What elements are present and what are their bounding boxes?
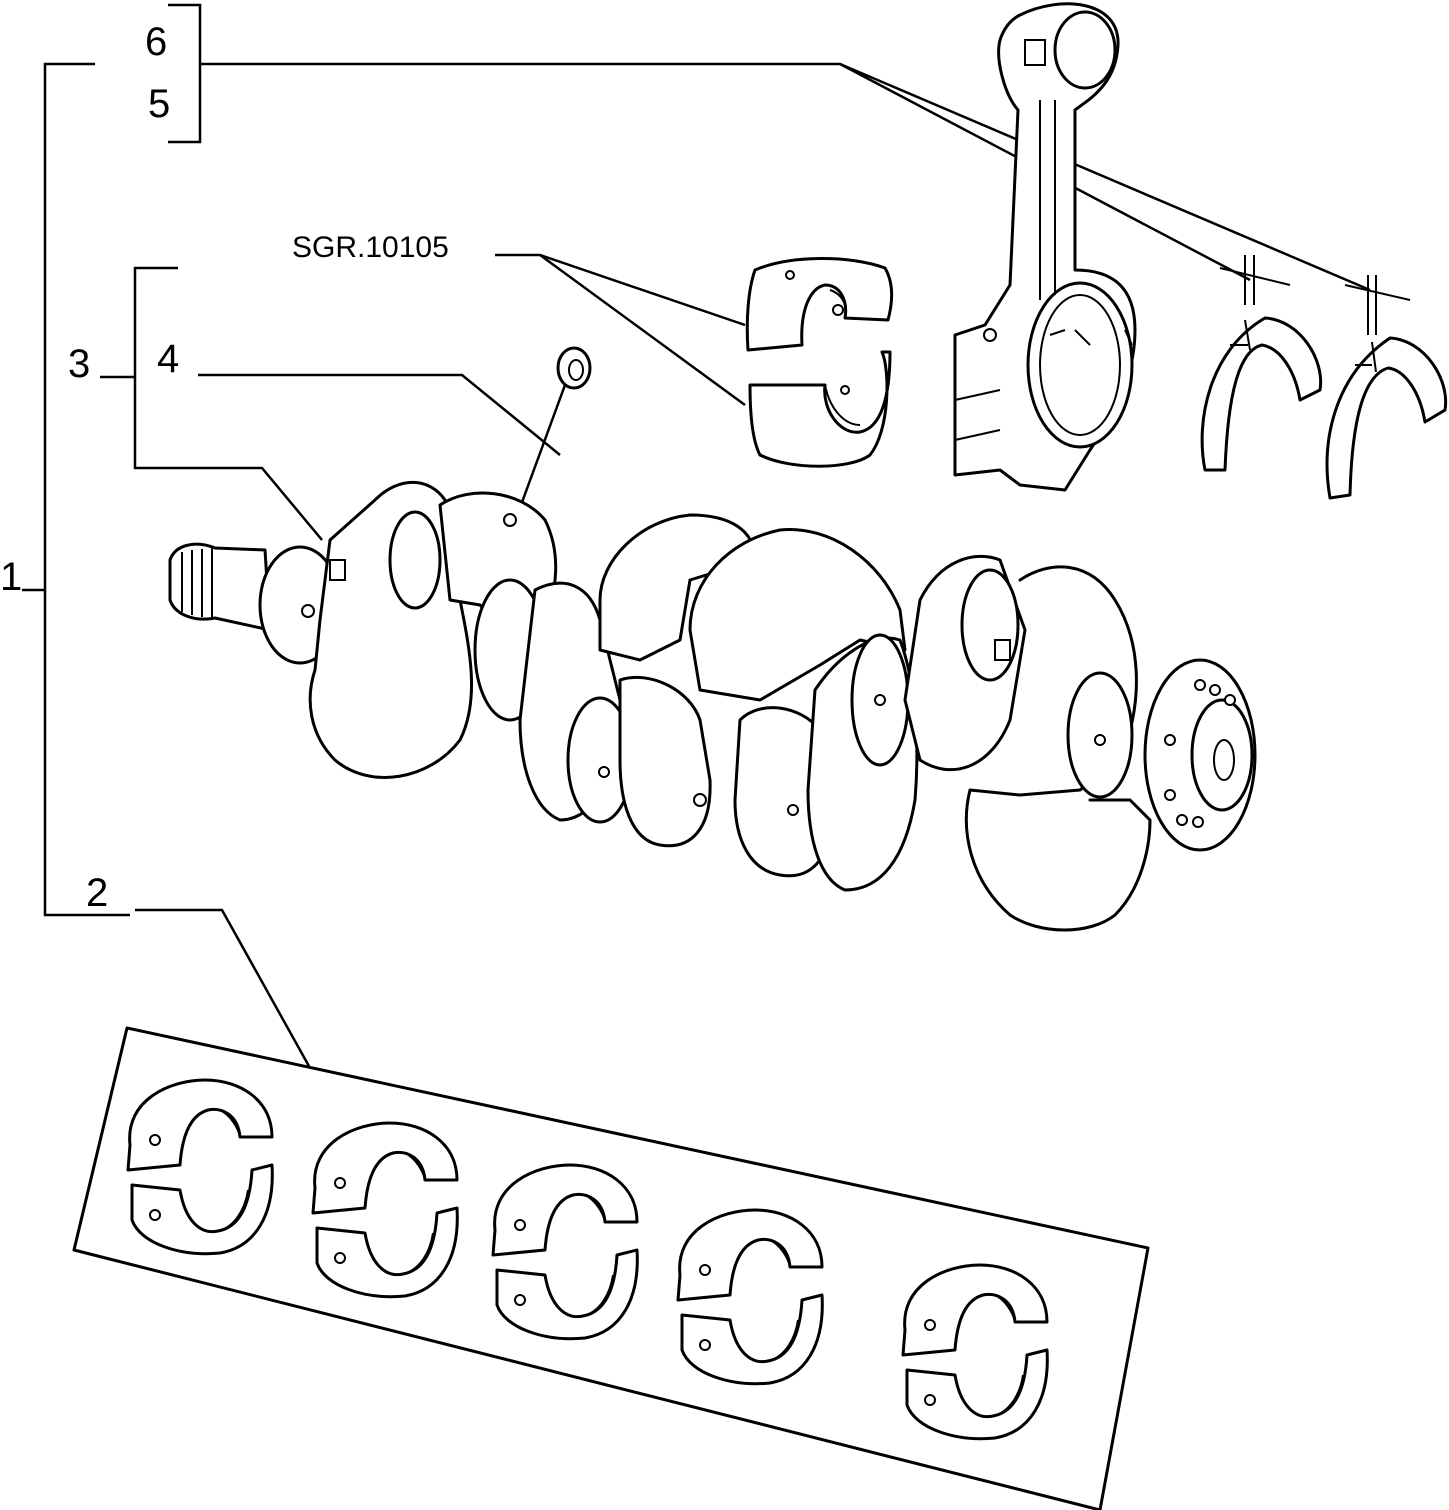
thrust-washer-right xyxy=(1325,336,1448,500)
main-bearing-shell-pair xyxy=(126,1078,274,1256)
conrod-bearing-shells xyxy=(745,257,894,468)
callout-5: 5 xyxy=(148,82,170,126)
seal-ring xyxy=(556,346,592,390)
callout-1: 1 xyxy=(0,555,22,599)
main-bearing-shell-pair xyxy=(901,1263,1049,1441)
connecting-rod xyxy=(953,2,1137,492)
callout-sgr-reference: SGR.10105 xyxy=(292,231,449,264)
main-bearing-shell-pair xyxy=(311,1121,459,1299)
callout-2: 2 xyxy=(86,871,108,915)
crankshaft xyxy=(168,480,1257,932)
callout-6: 6 xyxy=(145,20,167,64)
thrust-washer-left xyxy=(1200,316,1323,472)
main-bearing-shell-pair xyxy=(676,1208,824,1386)
callout-3: 3 xyxy=(68,342,90,386)
callout-4: 4 xyxy=(157,337,179,381)
main-bearing-shell-set xyxy=(72,1026,1150,1510)
main-bearing-shell-pair xyxy=(491,1163,639,1341)
